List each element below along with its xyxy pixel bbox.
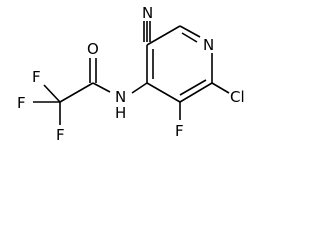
atom-nitrile-n: N [142, 4, 153, 22]
atom-cf3-f-bottom: F [56, 126, 65, 144]
atom-chloro: Cl [230, 88, 245, 106]
atom-ring-fluoro: F [175, 122, 184, 140]
atom-labels: N N Cl F N H O F F F [17, 4, 245, 144]
ring-bond-c2-c3 [179, 82, 213, 103]
bond-c4-nh [131, 82, 148, 94]
bond-carbonyl-cf3 [59, 82, 94, 103]
bond-c2-cl [211, 82, 230, 94]
chemical-structure-diagram: N N Cl F N H O F F F [17, 4, 245, 144]
bonds [33, 21, 230, 125]
bond-cf3-f-top [43, 84, 61, 103]
atom-amide-h: H [115, 104, 126, 122]
structure-drawing: N N Cl F N H O F F F [17, 4, 245, 144]
atom-amide-n: N [115, 88, 126, 106]
ring-bond-c6-n1-inner [181, 32, 198, 43]
ring-bond-c3-c4 [146, 82, 181, 103]
bond-nh-carbonyl [92, 82, 111, 93]
ring-bond-c2-c3-inner [179, 79, 207, 96]
atom-cf3-f-left: F [17, 94, 26, 112]
atom-ring-n: N [203, 36, 214, 54]
atom-carbonyl-o: O [87, 40, 99, 58]
ring-bond-c5-c6 [146, 25, 181, 46]
ring-bond-c6-n1 [179, 25, 201, 38]
atom-cf3-f-top: F [32, 68, 41, 86]
